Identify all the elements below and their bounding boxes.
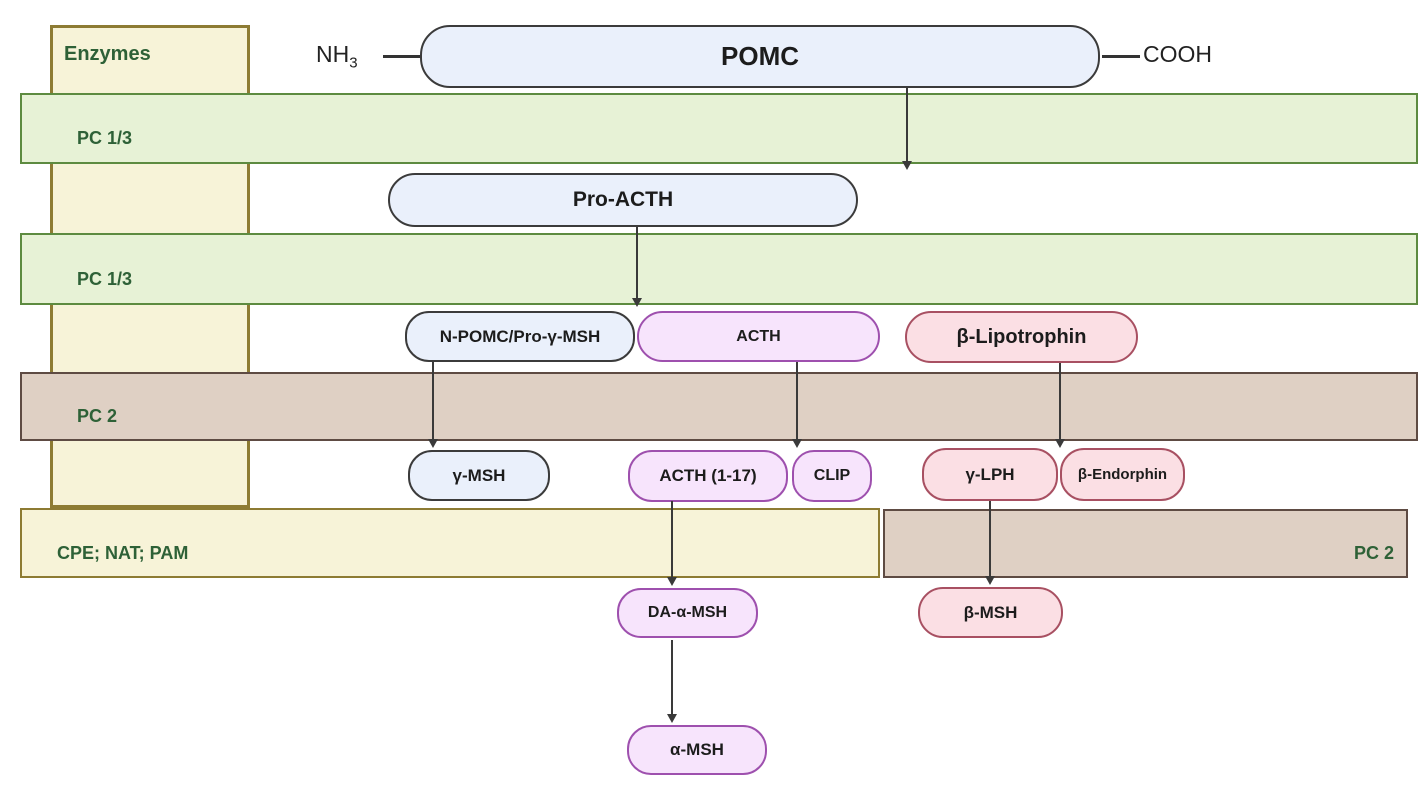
carboxy-terminal-connector — [1102, 55, 1140, 58]
arrow-beta-lipotrophin-to-lph-endorphin — [1055, 363, 1065, 448]
gamma-msh-capsule: γ-MSH — [408, 450, 550, 501]
enzyme-band-cpe-nat-pam: CPE; NAT; PAM — [20, 508, 880, 578]
enzyme-band-pc2-lower: PC 2 — [883, 509, 1408, 578]
arrow-acth-to-acth-1-17-clip — [792, 362, 802, 448]
arrow-pomc-to-pro-acth — [902, 88, 912, 170]
enzyme-band-pc13-2: PC 1/3 — [20, 233, 1418, 305]
enzymes-column-label: Enzymes — [64, 43, 151, 65]
da-alpha-msh-capsule: DA-α-MSH — [617, 588, 758, 638]
pomc-capsule: POMC — [420, 25, 1100, 88]
enzyme-band-pc2-lower-label: PC 2 — [1353, 543, 1394, 563]
gamma-lph-capsule: γ-LPH — [922, 448, 1058, 501]
pro-acth-capsule: Pro-ACTH — [388, 173, 858, 227]
clip-capsule: CLIP — [792, 450, 872, 502]
beta-endorphin-capsule: β-Endorphin — [1060, 448, 1185, 501]
arrow-n-pomc-to-gamma-msh — [428, 362, 438, 448]
enzyme-band-pc2-upper: PC 2 — [20, 372, 1418, 441]
acth-capsule: ACTH — [637, 311, 880, 362]
alpha-msh-capsule: α-MSH — [627, 725, 767, 775]
enzyme-band-cpe-nat-pam-label: CPE; NAT; PAM — [57, 542, 189, 563]
enzyme-band-pc2-upper-label: PC 2 — [77, 406, 118, 426]
acth-1-17-capsule: ACTH (1-17) — [628, 450, 788, 502]
enzyme-band-pc13-1: PC 1/3 — [20, 93, 1418, 164]
n-pomc-pro-gamma-msh-capsule: N-POMC/Pro-γ-MSH — [405, 311, 635, 362]
amino-terminal-subscript: 3 — [349, 54, 358, 72]
arrow-da-alpha-msh-to-alpha-msh — [667, 640, 677, 723]
enzyme-band-pc13-2-label: PC 1/3 — [77, 268, 133, 289]
amino-terminal-text: NH — [316, 41, 350, 67]
beta-msh-capsule: β-MSH — [918, 587, 1063, 638]
carboxy-terminal-label: COOH — [1143, 41, 1212, 67]
amino-terminal-label: NH3 — [316, 41, 358, 72]
arrow-pro-acth-to-cleavage-row — [632, 227, 642, 307]
enzyme-band-pc13-1-label: PC 1/3 — [77, 128, 133, 148]
arrow-acth-1-17-to-da-alpha-msh — [667, 501, 677, 586]
beta-lipotrophin-capsule: β-Lipotrophin — [905, 311, 1138, 363]
amino-terminal-connector — [383, 55, 420, 58]
arrow-gamma-lph-to-beta-msh — [985, 501, 995, 585]
